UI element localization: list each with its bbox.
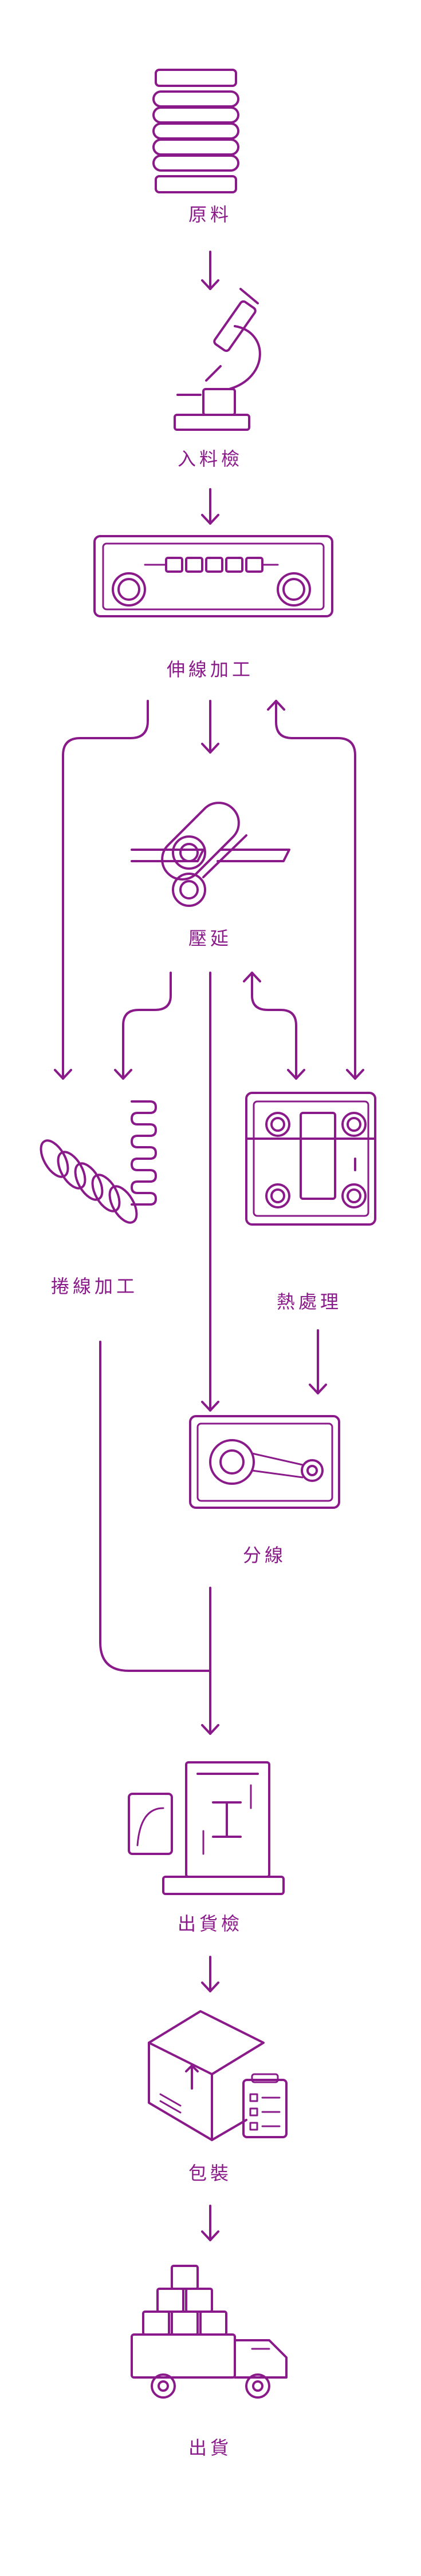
- flow-arrow: [54, 700, 149, 1080]
- flow-arrow: [201, 700, 219, 754]
- flow-arrow: [201, 251, 219, 290]
- step-label: 熱處理: [276, 1291, 343, 1313]
- flow-arrow: [201, 1956, 219, 1992]
- wire-spool-icon: [152, 69, 239, 193]
- package-checklist-icon: [148, 2010, 288, 2141]
- step-label: 包裝: [188, 2162, 233, 2184]
- flow-arrow: [99, 1341, 219, 1735]
- step-label: 出貨: [188, 2437, 233, 2459]
- flow-arrow: [267, 700, 364, 1080]
- flow-arrow: [201, 2205, 219, 2241]
- step-label: 捲線加工: [50, 1275, 139, 1297]
- step-label: 入料檢: [177, 448, 243, 470]
- delivery-truck-icon: [131, 2265, 288, 2399]
- coil-spring-icon: [40, 1100, 157, 1224]
- step-label: 壓延: [188, 928, 233, 949]
- wire-drawing-machine-icon: [93, 535, 333, 617]
- rolling-mill-icon: [131, 802, 290, 907]
- wire-splitting-machine-icon: [189, 1415, 340, 1509]
- flow-arrow: [201, 488, 219, 525]
- flow-arrow: [114, 972, 172, 1080]
- step-label: 原料: [188, 204, 233, 225]
- step-label: 分線: [242, 1544, 287, 1566]
- flow-arrow: [309, 1329, 327, 1394]
- heat-treatment-furnace-icon: [245, 1092, 376, 1226]
- flow-arrow: [243, 972, 305, 1080]
- step-label: 伸線加工: [166, 659, 254, 680]
- flow-arrow: [201, 972, 219, 1412]
- microscope-icon: [174, 288, 261, 431]
- tensile-testing-machine-icon: [128, 1761, 285, 1895]
- step-label: 出貨檢: [177, 1913, 243, 1935]
